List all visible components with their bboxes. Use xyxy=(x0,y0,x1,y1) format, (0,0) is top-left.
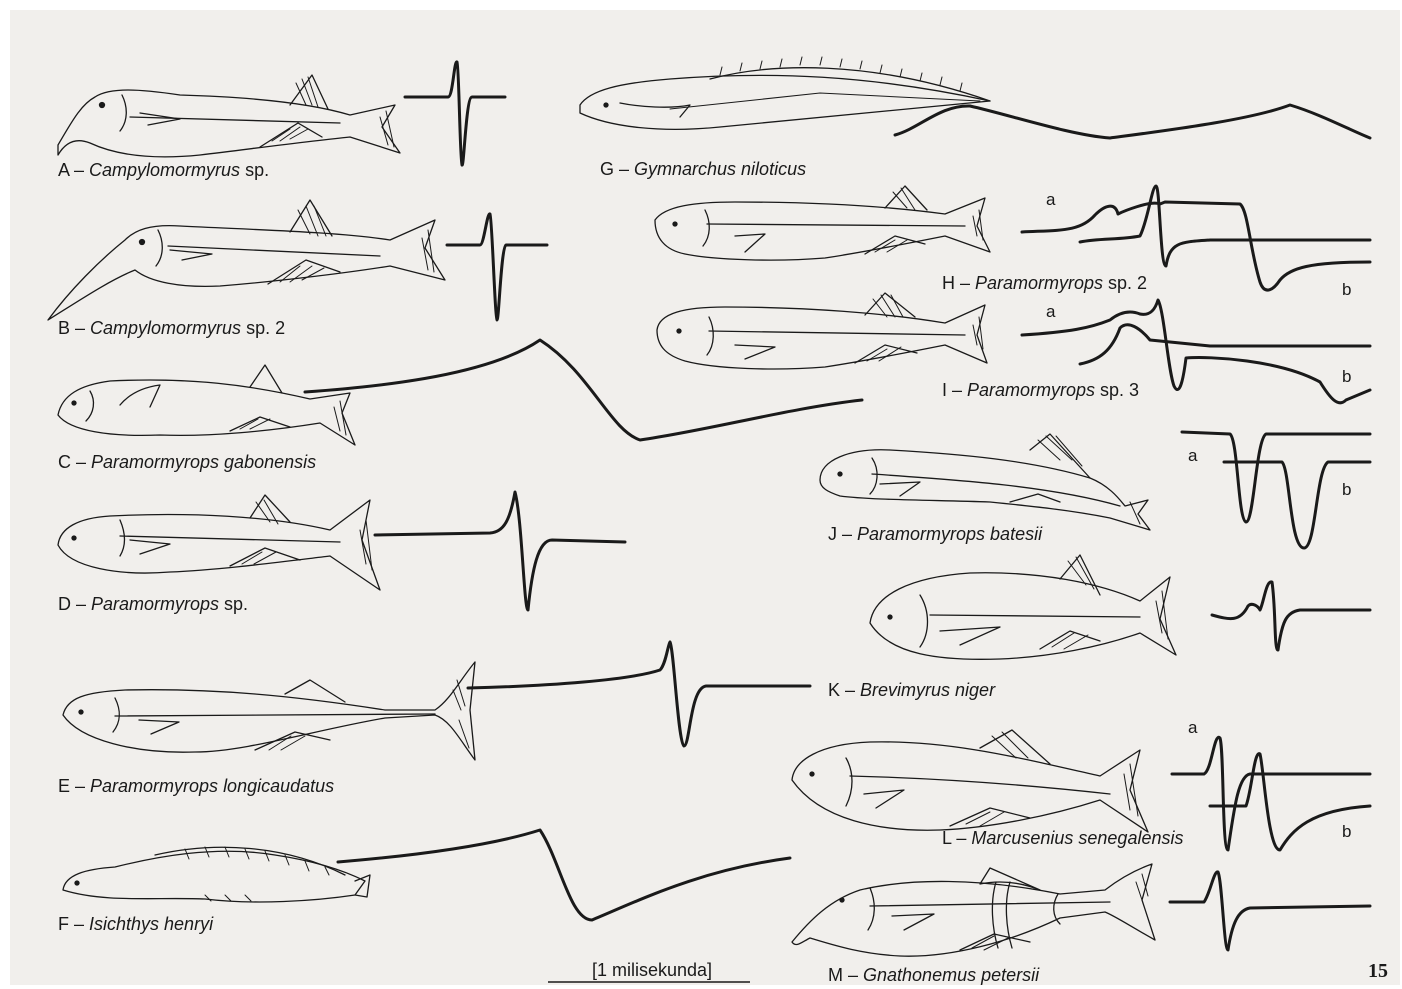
waveform-g xyxy=(895,105,1370,138)
fish-drawing-k xyxy=(870,555,1176,659)
waveform-d xyxy=(375,492,625,610)
fish-drawing-j xyxy=(820,434,1150,530)
waveform-m xyxy=(1170,872,1370,950)
waveform-a xyxy=(405,62,505,165)
caption-l: L – Marcusenius senegalensis xyxy=(942,828,1183,849)
waveform-label-h-b: b xyxy=(1342,280,1351,300)
waveform-j-a xyxy=(1182,432,1370,522)
caption-b: B – Campylomormyrus sp. 2 xyxy=(58,318,285,339)
fish-drawing-e xyxy=(63,662,475,760)
caption-h: H – Paramormyrops sp. 2 xyxy=(942,273,1147,294)
fish-drawing-l xyxy=(792,730,1148,832)
waveform-k xyxy=(1212,582,1370,650)
figure-page: A – Campylomormyrus sp. B – Campylomormy… xyxy=(10,10,1400,985)
caption-k: K – Brevimyrus niger xyxy=(828,680,995,701)
fish-drawing-h xyxy=(655,186,990,260)
caption-g: G – Gymnarchus niloticus xyxy=(600,159,806,180)
fish-drawing-c xyxy=(58,365,355,445)
waveform-j-b xyxy=(1224,462,1370,548)
waveform-e xyxy=(468,642,810,746)
fish-drawing-d xyxy=(58,495,380,590)
waveform-f xyxy=(338,830,790,920)
waveform-label-j-a: a xyxy=(1188,446,1197,466)
caption-f: F – Isichthys henryi xyxy=(58,914,213,935)
waveform-label-h-a: a xyxy=(1046,190,1055,210)
waveform-label-j-b: b xyxy=(1342,480,1351,500)
fish-drawing-f xyxy=(63,847,370,902)
caption-m: M – Gnathonemus petersii xyxy=(828,965,1039,986)
figure-artwork xyxy=(10,10,1400,985)
fish-drawing-i xyxy=(657,293,987,369)
waveform-label-l-b: b xyxy=(1342,822,1351,842)
caption-a: A – Campylomormyrus sp. xyxy=(58,160,269,181)
waveform-h-b xyxy=(1080,186,1370,266)
waveform-c xyxy=(305,340,862,440)
caption-i: I – Paramormyrops sp. 3 xyxy=(942,380,1139,401)
waveform-label-i-b: b xyxy=(1342,367,1351,387)
fish-drawing-m xyxy=(792,864,1155,956)
caption-c: C – Paramormyrops gabonensis xyxy=(58,452,316,473)
caption-d: D – Paramormyrops sp. xyxy=(58,594,248,615)
fish-drawing-a xyxy=(58,75,400,157)
scale-label: [1 milisekunda] xyxy=(592,960,712,981)
caption-e: E – Paramormyrops longicaudatus xyxy=(58,776,334,797)
waveform-label-i-a: a xyxy=(1046,302,1055,322)
caption-j: J – Paramormyrops batesii xyxy=(828,524,1042,545)
page-number: 15 xyxy=(1368,960,1388,983)
waveform-b xyxy=(447,214,547,320)
fish-drawing-b xyxy=(48,200,445,320)
waveform-label-l-a: a xyxy=(1188,718,1197,738)
